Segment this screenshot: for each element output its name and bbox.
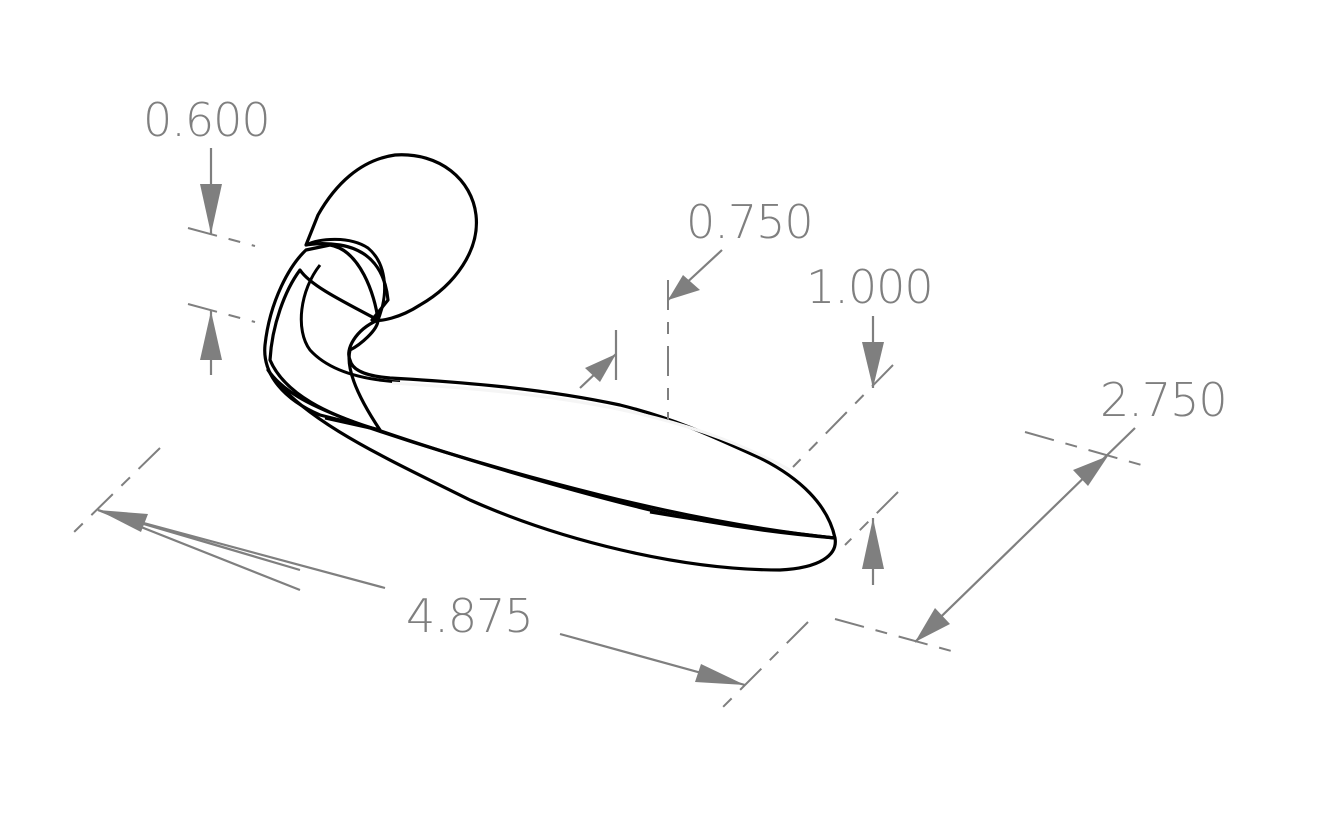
dimension-label: 4.875 xyxy=(406,589,533,643)
collar-ring xyxy=(305,237,387,321)
dimension-label: 1.000 xyxy=(806,260,933,314)
arrow-down-icon xyxy=(200,184,222,234)
dimension-1-000: 1.000 xyxy=(792,260,934,585)
lever-blade-top xyxy=(268,268,837,540)
parting-line-left xyxy=(324,416,371,430)
handle-body xyxy=(263,153,837,572)
dimension-0-750: 0.750 xyxy=(579,195,814,420)
arrow-down-icon xyxy=(862,342,884,388)
dimension-label: 0.600 xyxy=(143,93,270,147)
lever-neck xyxy=(263,243,382,432)
arrow-diagonal-icon xyxy=(585,354,616,382)
arrow-diagonal-icon xyxy=(668,275,700,300)
blade-edge-highlight xyxy=(391,381,791,472)
dimension-label: 0.750 xyxy=(686,195,813,249)
dimension-2-750: 2.750 xyxy=(834,373,1228,653)
neck-highlight-curve xyxy=(299,264,401,384)
dimension-0-600: 0.600 xyxy=(143,93,271,375)
arrow-up-icon xyxy=(862,518,884,569)
arrow-down-left-icon xyxy=(915,608,950,642)
lever-blade-underside xyxy=(266,368,837,572)
rose-cylinder xyxy=(304,153,478,323)
dimension-4-875: 4.875 xyxy=(71,447,809,711)
arrow-left-icon xyxy=(98,510,148,532)
arrow-up-right-icon xyxy=(1073,456,1108,486)
arrow-right-icon xyxy=(695,664,745,685)
arrow-up-icon xyxy=(200,311,222,360)
dimension-label: 2.750 xyxy=(1100,373,1227,427)
parting-line-right xyxy=(649,510,836,540)
